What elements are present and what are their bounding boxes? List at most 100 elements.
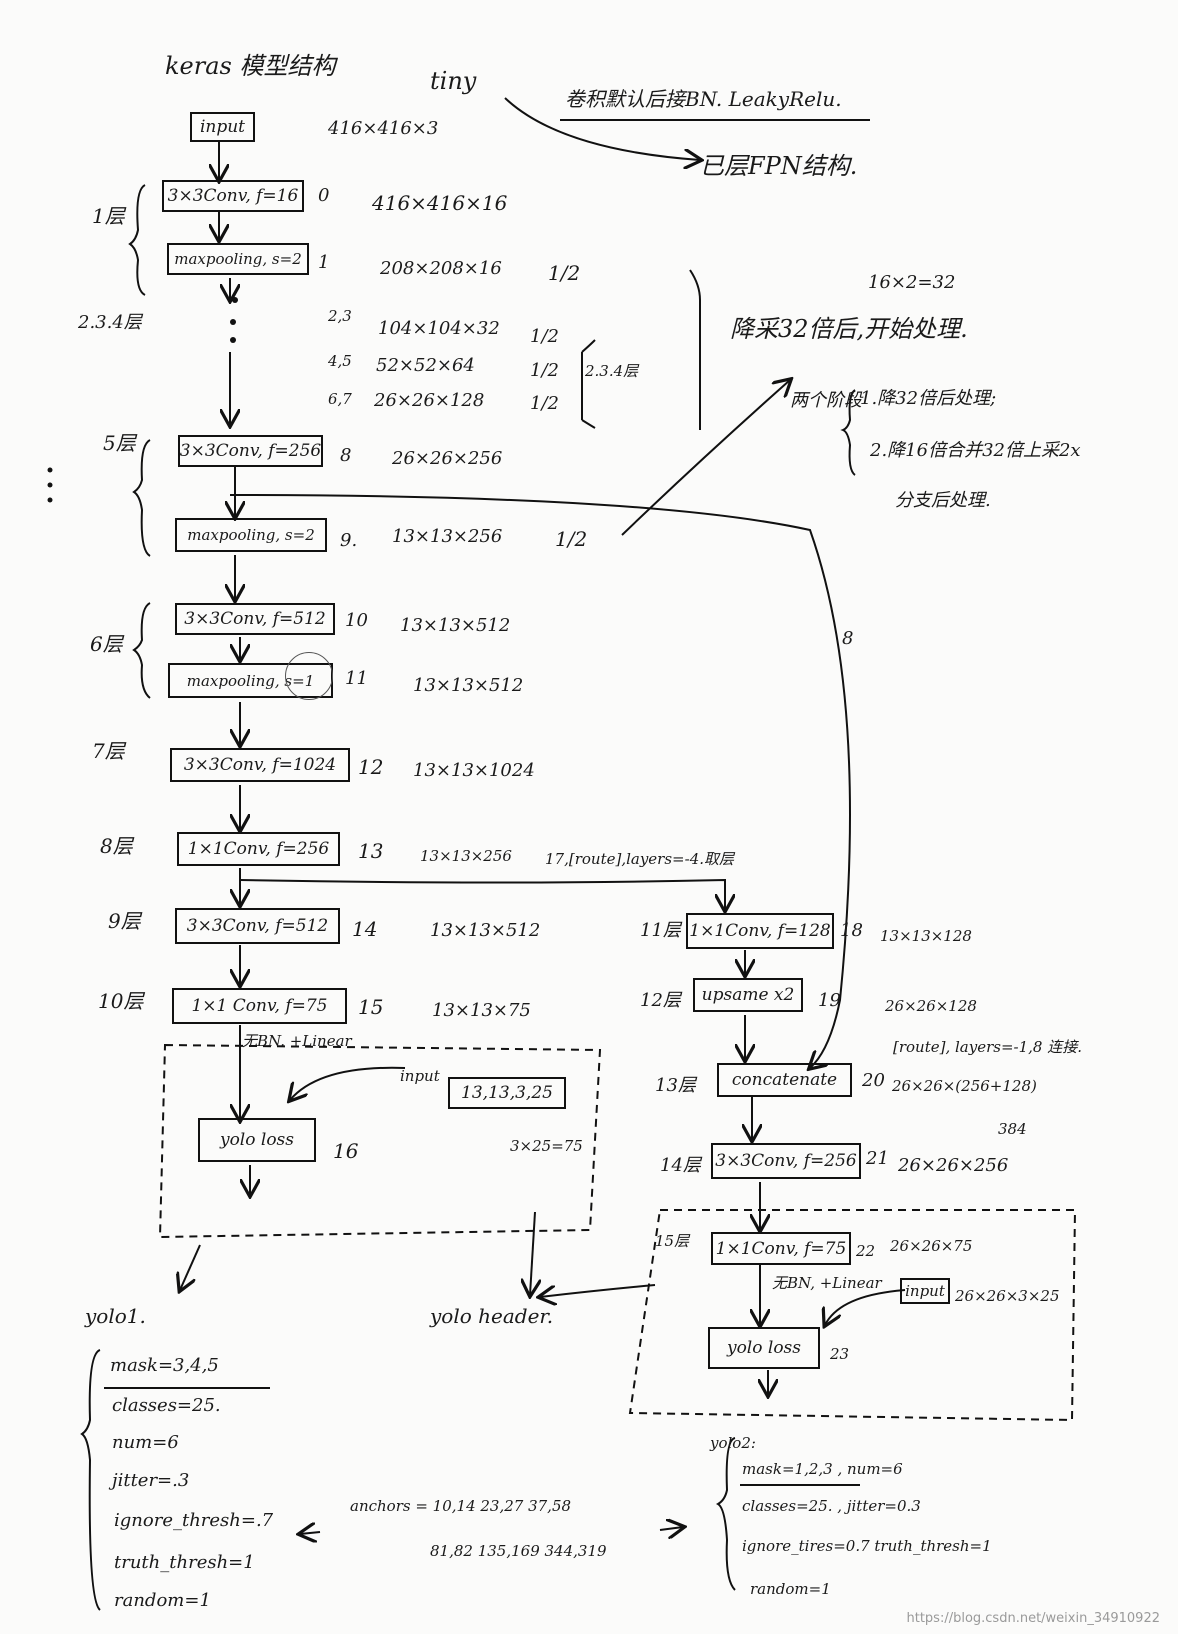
stage2b-note: 分支后处理. [895, 490, 991, 511]
layers234-row2-factor: 1/2 [530, 360, 559, 381]
input-size: 416×416×3 [328, 118, 439, 139]
yolo1-param: jitter=.3 [112, 1470, 190, 1491]
layer1-conv-size: 416×416×16 [372, 191, 508, 215]
layer12-idx: 19 [818, 990, 841, 1011]
layer13-result: 384 [998, 1120, 1027, 1138]
layer7-label: 7层 [92, 739, 125, 763]
layer5-conv-idx: 8 [340, 445, 352, 466]
layers234-row1-size: 104×104×32 [378, 318, 500, 339]
layers234-row2-idx: 4,5 [328, 352, 352, 370]
layer1-factor: 1/2 [548, 261, 581, 285]
downsample-note: 降采32倍后,开始处理. [730, 315, 968, 343]
layers234-row3-idx: 6,7 [328, 390, 352, 408]
layer6-pool-idx: 11 [345, 668, 368, 689]
layers234-row1-idx: 2,3 [328, 307, 352, 325]
yolo2-param: mask=1,2,3 , num=6 [742, 1460, 903, 1478]
route-note: 17,[route],layers=-4.取层 [545, 850, 735, 868]
watermark: https://blog.csdn.net/weixin_34910922 [906, 1611, 1160, 1626]
yolo1-param: truth_thresh=1 [114, 1552, 255, 1573]
stride-circle-annotation [285, 652, 333, 700]
stage1-note: 1.降32倍后处理; [860, 388, 997, 409]
yolo1-param: random=1 [114, 1590, 211, 1611]
layer10-label: 10层 [98, 989, 144, 1013]
note-fpn: 已层FPN结构. [700, 152, 858, 180]
layer13-size: 26×26×(256+128) [892, 1077, 1037, 1095]
layer15-idx: 22 [856, 1242, 876, 1260]
layer1-conv-box: 3×3Conv, f=16 [162, 180, 304, 212]
layer6-conv-size: 13×13×512 [400, 615, 511, 636]
layer10-nobn: 无BN. +Linear [242, 1032, 352, 1050]
layers234-row1-factor: 1/2 [530, 326, 559, 347]
layer10-idx: 15 [358, 995, 384, 1019]
layer7-size: 13×13×1024 [413, 760, 535, 781]
layers234-row3-size: 26×26×128 [374, 390, 485, 411]
layer11-idx: 18 [840, 920, 863, 941]
layer7-conv-box: 3×3Conv, f=1024 [170, 748, 350, 782]
route8-label: 8 [842, 628, 854, 649]
yolo2-input-box: input [900, 1278, 950, 1304]
diagram-title: keras 模型结构 [165, 52, 336, 80]
layers234-row2-size: 52×52×64 [376, 355, 475, 376]
diagram-subtitle: tiny [430, 67, 477, 95]
layer6-conv-idx: 10 [345, 610, 368, 631]
mult-note: 16×2=32 [868, 272, 956, 293]
layer9-label: 9层 [108, 909, 141, 933]
layer10-conv-box: 1×1 Conv, f=75 [172, 988, 347, 1024]
layer8-size: 13×13×256 [420, 847, 512, 865]
layer15-nobn: 无BN, +Linear [772, 1274, 882, 1292]
layer1-pool-size: 208×208×16 [380, 258, 502, 279]
layer13-note: [route], layers=-1,8 连接. [893, 1038, 1082, 1056]
layer11-size: 13×13×128 [880, 927, 972, 945]
two-stage-note: 两个阶段 [790, 390, 862, 411]
layer9-conv-box: 3×3Conv, f=512 [175, 908, 340, 944]
yolo1-param: num=6 [112, 1432, 179, 1453]
layer14-idx: 21 [866, 1148, 889, 1169]
layer12-label: 12层 [640, 990, 681, 1011]
layer14-conv-box: 3×3Conv, f=256 [711, 1143, 861, 1179]
layer1-pool-idx: 1 [318, 252, 330, 273]
yolo2-loss-idx: 23 [830, 1345, 850, 1363]
yolo1-input-label: input [400, 1067, 440, 1085]
layer6-label: 6层 [90, 632, 123, 656]
layer8-conv-box: 1×1Conv, f=256 [177, 832, 340, 866]
layer7-idx: 12 [358, 755, 384, 779]
layers234-label: 2.3.4层 [78, 312, 142, 333]
layer8-idx: 13 [358, 839, 384, 863]
layers234-brace-label: 2.3.4层 [585, 362, 639, 380]
yolo2-param: classes=25. , jitter=0.3 [742, 1497, 921, 1515]
layer15-conv-box: 1×1Conv, f=75 [711, 1232, 851, 1265]
yolo2-loss-box: yolo loss [708, 1327, 820, 1369]
layer12-size: 26×26×128 [885, 997, 977, 1015]
layer8-label: 8层 [100, 834, 133, 858]
yolo1-param: ignore_thresh=.7 [114, 1510, 274, 1531]
yolo2-input-shape: 26×26×3×25 [955, 1287, 1060, 1305]
layer5-pool-size: 13×13×256 [392, 526, 503, 547]
layer5-pool-box: maxpooling, s=2 [175, 518, 327, 552]
yolo-header-label: yolo header. [430, 1304, 554, 1328]
yolo1-loss-box: yolo loss [198, 1118, 316, 1162]
layer14-label: 14层 [660, 1155, 701, 1176]
layer12-upsample-box: upsame x2 [693, 978, 803, 1012]
layer13-label: 13层 [655, 1075, 696, 1096]
layer13-idx: 20 [862, 1070, 885, 1091]
layer5-pool-idx: 9. [340, 530, 358, 551]
layer11-conv-box: 1×1Conv, f=128 [686, 913, 834, 949]
layers234-row3-factor: 1/2 [530, 393, 559, 414]
layer14-size: 26×26×256 [898, 1155, 1009, 1176]
input-box: input [190, 112, 255, 142]
stage2-note: 2.降16倍合并32倍上采2x [870, 440, 1081, 461]
layer11-label: 11层 [640, 920, 681, 941]
yolo1-input-shape-box: 13,13,3,25 [448, 1077, 566, 1109]
layer6-pool-size: 13×13×512 [413, 675, 524, 696]
layer15-size: 26×26×75 [890, 1237, 973, 1255]
layer5-conv-box: 3×3Conv, f=256 [178, 435, 323, 467]
anchors-line1: anchors = 10,14 23,27 37,58 [350, 1497, 572, 1515]
layer1-label: 1层 [92, 204, 125, 228]
yolo2-param: ignore_tires=0.7 truth_thresh=1 [742, 1537, 992, 1555]
layer5-factor: 1/2 [555, 527, 588, 551]
layer6-conv-box: 3×3Conv, f=512 [175, 603, 335, 635]
layer9-size: 13×13×512 [430, 920, 541, 941]
layer10-size: 13×13×75 [432, 1000, 531, 1021]
yolo1-calc: 3×25=75 [510, 1137, 583, 1155]
